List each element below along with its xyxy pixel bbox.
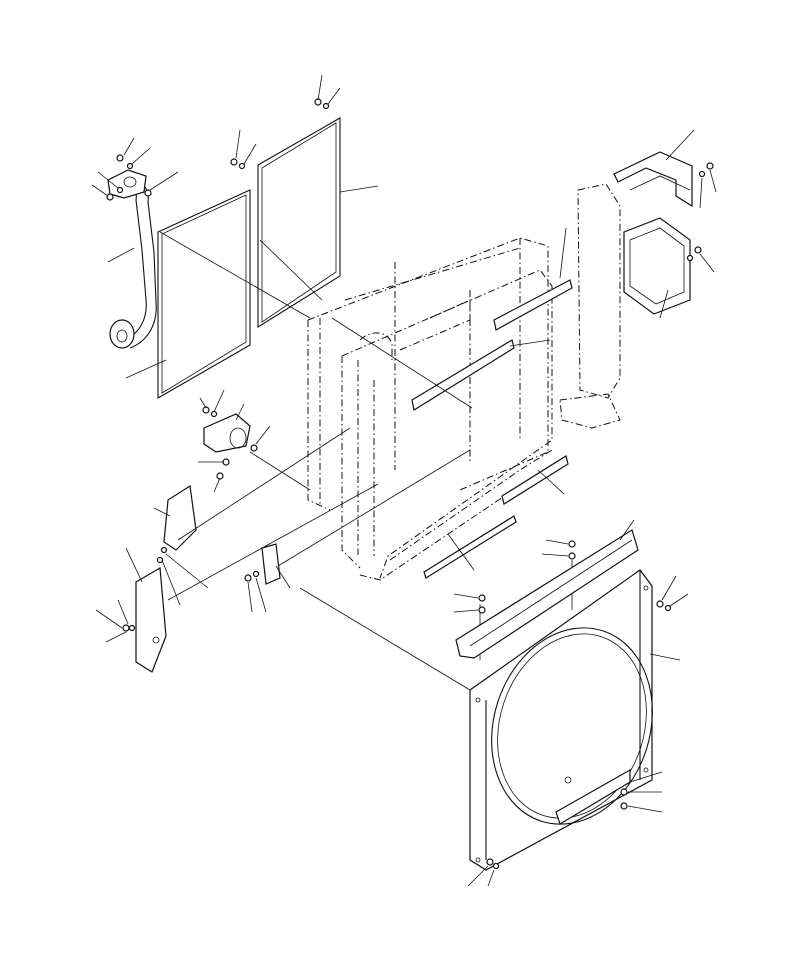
radiator-core-front (341, 269, 553, 581)
leader-lines-top-right (447, 129, 717, 571)
upper-right-bolts (686, 162, 714, 262)
leader-lines-bottom-right (453, 519, 689, 887)
upper-water-pipe (107, 169, 157, 349)
shroud-top-bracket (455, 529, 639, 659)
left-mesh-screen (157, 189, 251, 399)
leader-lines-top-left (91, 74, 379, 379)
radiator-core-rear (307, 237, 549, 511)
side-cover-plate (623, 217, 691, 315)
radiator-side-cover (559, 183, 621, 429)
shroud-bolts (478, 540, 672, 870)
pipe-bolts (106, 98, 330, 201)
lower-water-outlet (202, 406, 258, 480)
leader-lines-left (95, 389, 291, 643)
right-mesh-screen (257, 117, 341, 328)
seal-strips (411, 279, 573, 579)
left-mount-bracket (122, 484, 281, 673)
upper-right-bracket (613, 151, 693, 208)
